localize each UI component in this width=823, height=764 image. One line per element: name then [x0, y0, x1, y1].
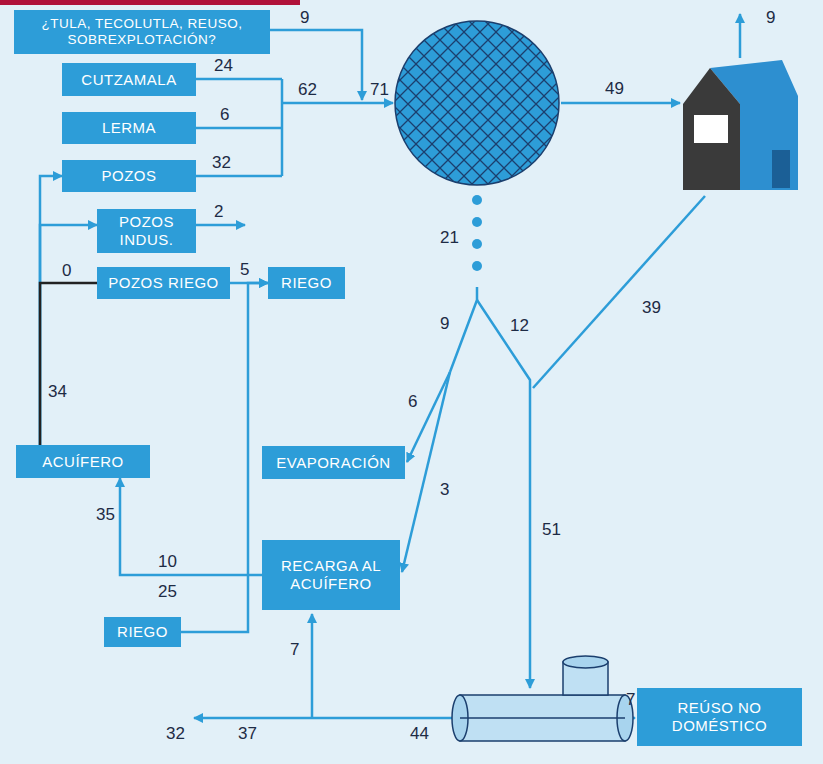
- box-label: RECARGA AL ACUÍFERO: [270, 557, 392, 593]
- flow-number: 51: [542, 520, 561, 540]
- flow-box: RIEGO: [104, 617, 181, 647]
- flow-line: [196, 79, 282, 176]
- flow-box: LERMA: [62, 112, 196, 144]
- flow-line: [533, 196, 705, 388]
- flow-box: ¿TULA, TECOLUTLA, REUSO, SOBREXPLOTACIÓN…: [14, 10, 270, 54]
- pipe-tee-top: [563, 656, 608, 668]
- flow-connector: [120, 478, 262, 575]
- flow-number: 6: [220, 105, 229, 125]
- flow-box: CUTZAMALA: [62, 63, 196, 96]
- flow-number: 35: [94, 505, 117, 525]
- flow-line: [477, 300, 530, 688]
- flow-number: 9: [440, 314, 449, 334]
- flow-connector: [40, 283, 97, 445]
- dot: [472, 261, 482, 271]
- flow-box: POZOS RIEGO: [97, 267, 230, 299]
- flow-box: REÚSO NO DOMÉSTICO: [637, 688, 802, 746]
- leak-dots: [472, 195, 482, 271]
- flow-number: 12: [510, 316, 529, 336]
- flow-number: 62: [298, 80, 317, 100]
- flow-number: 24: [214, 56, 233, 76]
- flow-line: [739, 14, 742, 58]
- city-circle: [395, 21, 559, 185]
- flow-number: 44: [410, 724, 429, 744]
- flow-connector: [40, 176, 62, 445]
- flow-number: 10: [158, 552, 177, 572]
- flow-number: 7: [290, 640, 299, 660]
- flow-number: 49: [605, 79, 624, 99]
- flow-number: 21: [440, 228, 459, 248]
- house-door: [772, 150, 790, 188]
- flow-number: 34: [48, 382, 67, 402]
- flow-line: [282, 102, 393, 105]
- pipe-icon: [452, 656, 633, 741]
- flow-box: ACUÍFERO: [16, 445, 150, 478]
- dot: [472, 195, 482, 205]
- flow-number: 37: [238, 724, 257, 744]
- dot: [472, 217, 482, 227]
- box-label: RIEGO: [117, 623, 168, 641]
- dot: [472, 239, 482, 249]
- box-label: CUTZAMALA: [81, 71, 176, 89]
- flow-box: EVAPORACIÓN: [262, 446, 405, 479]
- flow-number: 32: [166, 724, 185, 744]
- flow-number: 71: [370, 80, 389, 100]
- flow-line: [402, 372, 450, 572]
- box-label: EVAPORACIÓN: [276, 454, 390, 472]
- house-window: [694, 115, 728, 143]
- box-label: POZOS RIEGO: [108, 274, 219, 292]
- flow-number: 7: [626, 690, 635, 710]
- flow-connector: [181, 283, 268, 632]
- box-label: POZOS: [101, 167, 156, 185]
- flow-line: [311, 614, 314, 718]
- flow-number: 25: [158, 582, 177, 602]
- box-label: ACUÍFERO: [42, 453, 124, 471]
- box-label: POZOS INDUS.: [105, 213, 188, 249]
- box-label: LERMA: [102, 119, 156, 137]
- flow-number: 9: [766, 8, 775, 28]
- flow-box: POZOS: [62, 160, 196, 192]
- flow-lines: [194, 14, 740, 718]
- flow-number: 2: [214, 202, 223, 222]
- flow-connector: [40, 225, 97, 445]
- box-label: REÚSO NO DOMÉSTICO: [645, 699, 794, 735]
- flow-number: 9: [300, 8, 309, 28]
- flow-number: 32: [212, 153, 231, 173]
- flow-line: [196, 224, 245, 227]
- flow-line: [450, 287, 477, 372]
- flow-number: 3: [440, 480, 449, 500]
- pipe-seam: [460, 717, 625, 719]
- edge-layer: [40, 176, 268, 632]
- flow-box: RIEGO: [268, 267, 345, 299]
- flow-number: 0: [60, 261, 73, 281]
- flow-line: [270, 30, 362, 100]
- flow-box: RECARGA AL ACUÍFERO: [262, 540, 400, 610]
- flow-box: POZOS INDUS.: [97, 209, 196, 253]
- house-icon: [683, 60, 798, 190]
- pipe-body: [460, 695, 625, 741]
- flow-number: 6: [408, 392, 417, 412]
- box-label: RIEGO: [281, 274, 332, 292]
- flow-line: [407, 372, 450, 462]
- flow-number: 5: [238, 260, 251, 280]
- flow-line: [194, 717, 460, 720]
- top-stripe: [0, 0, 300, 5]
- box-label: ¿TULA, TECOLUTLA, REUSO, SOBREXPLOTACIÓN…: [22, 16, 262, 48]
- flow-line: [561, 102, 680, 105]
- flow-number: 39: [642, 298, 661, 318]
- house-front: [683, 68, 740, 190]
